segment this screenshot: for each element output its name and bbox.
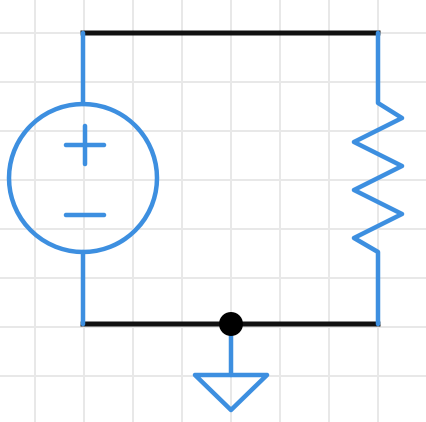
resistor-zigzag [351,30,405,327]
ground-triangle [192,372,270,413]
junction-dot-icon[interactable] [219,312,243,336]
voltage-source-icon[interactable] [6,30,160,327]
plus-sign-icon [63,123,107,167]
resistor-icon[interactable] [351,30,405,327]
